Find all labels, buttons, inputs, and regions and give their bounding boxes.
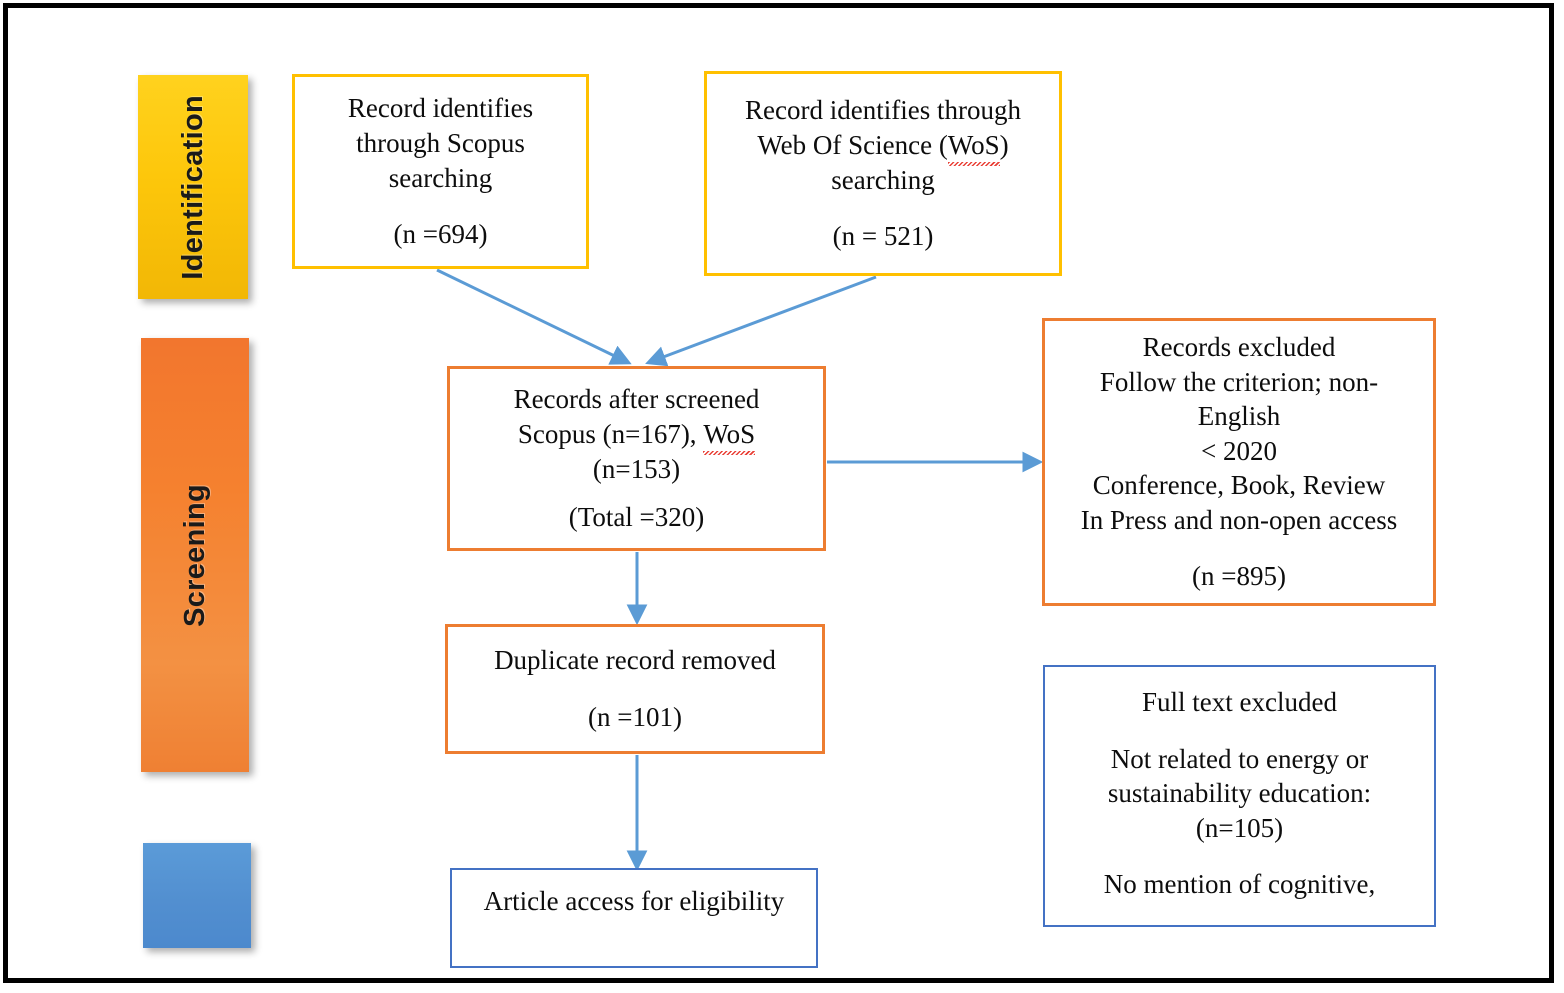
excluded-line-6: In Press and non-open access — [1080, 504, 1398, 535]
stage-label-identification: Identification — [176, 94, 209, 280]
scopus-line-3: searching — [388, 162, 493, 193]
excluded-count: (n =895) — [1192, 561, 1286, 592]
stage-label-screening: Screening — [178, 483, 211, 627]
box-article-access-for-eligibility: Article access for eligibility — [450, 868, 818, 968]
screened-misspelled-term: WoS — [703, 417, 755, 455]
scopus-count: (n =694) — [393, 219, 488, 250]
fulltext-line-2: Not related to energy or — [1110, 743, 1369, 774]
screened-line-3: (n=153) — [592, 453, 681, 484]
wos-line-2-prefix: Web Of Science ( — [757, 129, 948, 160]
box-full-text-excluded: Full text excluded Not related to energy… — [1043, 665, 1436, 927]
excluded-line-2: Follow the criterion; non- — [1099, 366, 1379, 397]
screened-line-2-prefix: Scopus (n=167), — [517, 418, 704, 449]
excluded-line-5: Conference, Book, Review — [1092, 470, 1386, 501]
wos-line-2-suffix: ) — [999, 129, 1009, 160]
duplicate-line-1: Duplicate record removed — [494, 645, 776, 676]
scopus-line-2: through Scopus — [356, 127, 525, 158]
box-records-excluded: Records excluded Follow the criterion; n… — [1042, 318, 1436, 606]
screened-line-2: Scopus (n=167), WoS — [517, 417, 755, 455]
excluded-line-4: < 2020 — [1201, 435, 1277, 466]
fulltext-line-4: No mention of cognitive, — [1103, 869, 1376, 900]
box-records-after-screened: Records after screened Scopus (n=167), W… — [447, 366, 826, 551]
wos-count: (n = 521) — [832, 221, 934, 252]
fulltext-line-3: sustainability education: — [1107, 778, 1372, 809]
stage-bar-eligibility — [143, 843, 251, 948]
fulltext-line-1: Full text excluded — [1142, 687, 1337, 717]
screened-line-1: Records after screened — [513, 384, 760, 415]
wos-misspelled-term: WoS — [947, 128, 1000, 166]
scopus-line-1: Record identifies — [347, 93, 534, 124]
stage-bar-identification: Identification — [138, 75, 248, 299]
wos-line-2: Web Of Science (WoS) — [757, 128, 1009, 166]
excluded-line-1: Records excluded — [1142, 332, 1336, 363]
wos-line-1: Record identifies through — [745, 95, 1021, 126]
screened-total: (Total =320) — [568, 502, 705, 533]
excluded-line-3: English — [1197, 401, 1281, 432]
box-wos-records: Record identifies through Web Of Science… — [704, 71, 1062, 276]
wos-line-3: searching — [831, 164, 935, 195]
stage-bar-screening: Screening — [141, 338, 249, 772]
eligibility-line-1: Article access for eligibility — [483, 886, 785, 916]
box-duplicate-record-removed: Duplicate record removed (n =101) — [445, 624, 825, 754]
box-scopus-records: Record identifies through Scopus searchi… — [292, 74, 589, 269]
duplicate-count: (n =101) — [588, 702, 682, 732]
fulltext-count: (n=105) — [1195, 812, 1284, 843]
